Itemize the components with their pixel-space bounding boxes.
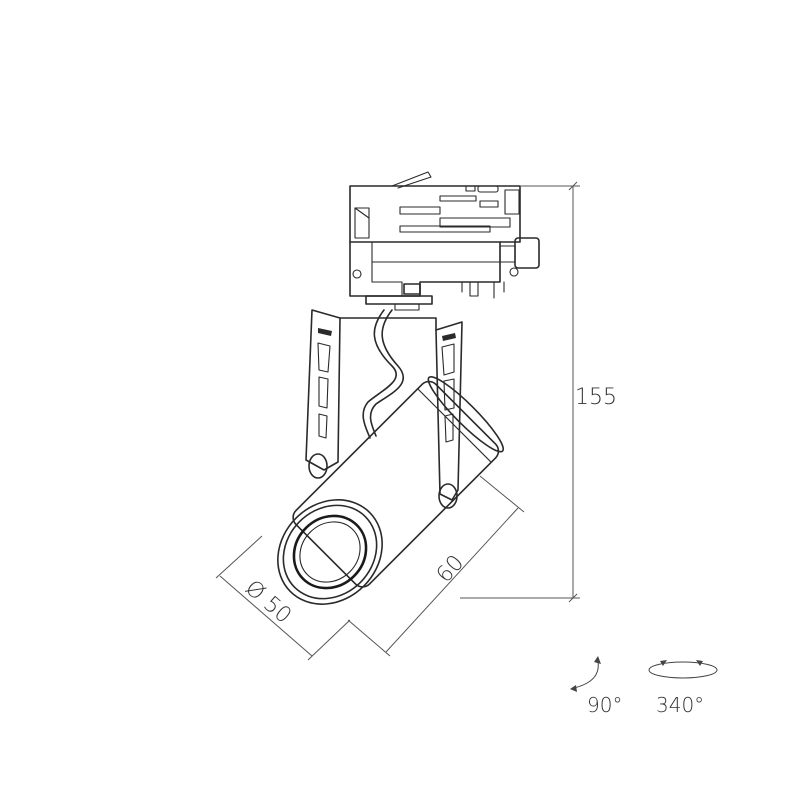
diameter-label: Ø 50 [240,576,296,629]
length-label: 60 [432,550,469,588]
height-dimension: 155 [460,181,617,603]
track-adapter [349,171,540,311]
length-dimension: 60 [347,475,525,657]
pan-label: 340° [656,693,704,717]
tilt-arrow-icon [594,656,601,664]
yoke-bracket [305,309,463,501]
tilt-label: 90° [587,693,622,717]
cable [362,309,405,439]
pan-arrow-icon [660,660,667,666]
tilt-rotation: 90° [570,656,622,717]
height-label: 155 [575,385,617,410]
lamp-head [277,375,505,605]
pan-rotation: 340° [648,660,718,717]
